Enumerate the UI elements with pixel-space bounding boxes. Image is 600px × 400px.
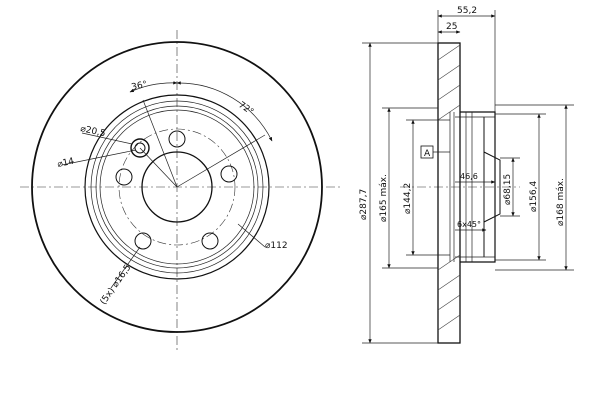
center-bore <box>141 151 213 223</box>
label-dia-112: ⌀112 <box>265 241 288 251</box>
leader-dia-14 <box>61 149 137 166</box>
friction-ring-hatching <box>437 44 461 331</box>
leader-dia-112 <box>237 223 266 248</box>
label-dia-287-7: ⌀287,7 <box>359 189 369 220</box>
front-view: 36° 72° ⌀20,5 ⌀14 ⌀112 (5x) ⌀16,5 <box>20 30 340 350</box>
angle-arc-36 <box>129 81 178 93</box>
radial-line-b <box>176 134 266 188</box>
locating-hole-inner <box>134 142 146 154</box>
bolt-hole-4 <box>134 232 152 250</box>
side-view: 55,2 25 A 46,6 6x45° ⌀287,7 ⌀165 máx. ⌀1… <box>359 6 574 344</box>
center-bore-step <box>483 151 501 223</box>
label-dim-46-6: 46,6 <box>460 172 478 181</box>
label-dim-55-2: 55,2 <box>457 6 477 16</box>
label-dia-144-2: ⌀144,2 <box>403 183 413 214</box>
label-dia-14: ⌀14 <box>57 157 76 170</box>
label-dia-20-5: ⌀20,5 <box>79 124 106 139</box>
label-angle-72: 72° <box>236 100 255 117</box>
bolt-hole-5 <box>115 168 133 186</box>
angle-arc-72 <box>176 81 273 142</box>
locating-hole-outer <box>130 138 150 158</box>
radial-line-a <box>142 99 178 188</box>
leader-dia-16-5 <box>110 246 141 289</box>
label-dia-168-max: ⌀168 máx. <box>556 178 566 226</box>
label-dia-16-5: (5x) ⌀16,5 <box>99 263 134 307</box>
label-dia-68-15: ⌀68,15 <box>503 174 513 205</box>
friction-ring-section <box>437 42 461 344</box>
outer-disc-edge <box>31 41 323 333</box>
bolt-hole-2 <box>220 165 238 183</box>
bolt-hole-3 <box>201 232 219 250</box>
label-dim-25: 25 <box>446 22 457 32</box>
label-dia-165-max: ⌀165 máx. <box>379 174 389 222</box>
radial-line-c <box>139 147 178 188</box>
leader-dia-20-5 <box>81 132 133 145</box>
vent-ribs <box>449 112 473 262</box>
hat-section-outline <box>460 111 496 263</box>
label-datum-a: A <box>424 149 431 159</box>
label-dia-156-4: ⌀156,4 <box>529 181 539 212</box>
label-angle-36: 36° <box>131 80 149 93</box>
label-dim-6x45: 6x45° <box>457 220 481 229</box>
